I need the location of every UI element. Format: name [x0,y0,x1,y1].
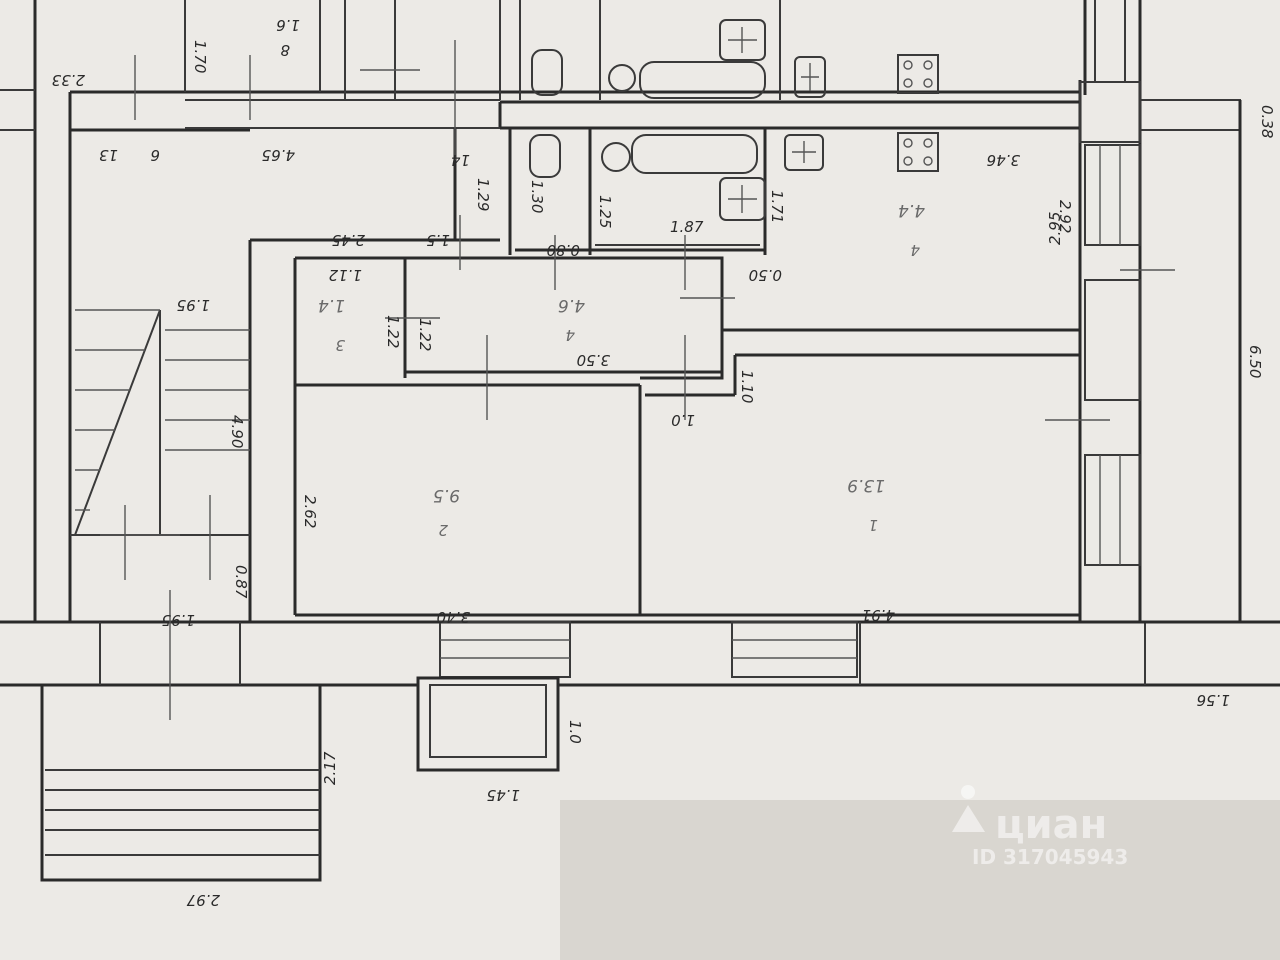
dim-346: 3.46 [987,151,1020,169]
dim-171: 1.71 [768,190,786,223]
dim-125: 1.25 [596,195,614,228]
dim-490: 4.90 [228,415,246,448]
dim-10b: 1.0 [566,720,584,744]
cian-watermark: циан ID 317045943 [952,785,1128,869]
dim-350: 3.50 [577,351,610,369]
dim-187: 1.87 [670,218,704,236]
dim-087: 0.87 [232,565,250,599]
dim-156: 1.56 [1197,691,1230,709]
dim-145: 1.45 [487,786,520,804]
porch [40,676,560,882]
room-3-number: 3 [335,336,345,354]
dim-8: 8 [280,41,290,59]
room-3-area: 1.4 [318,295,345,315]
outer-walls [0,0,1280,687]
dim-10a: 1.0 [671,411,695,429]
dim-top-left: 2.33 [52,71,85,89]
dim-080: 0.80 [547,241,580,259]
dim-217: 2.17 [321,751,339,785]
room-4-area: 4.6 [558,295,585,315]
dim-340: 3.40 [437,608,470,626]
room-4-number: 4 [565,326,575,344]
dim-130: 1.30 [528,180,546,213]
entrance-openings [439,621,858,678]
dim-050: 0.50 [749,266,782,284]
dim-1-6: 1.6 [276,16,300,34]
dim-112: 1.12 [329,266,362,284]
dim-14: 14 [451,151,470,169]
interior-walls [184,0,1080,617]
watermark-brand: циан [995,802,1107,848]
dim-122a: 1.22 [384,315,402,348]
room-4b-number: 4 [910,241,920,259]
dim-6: 6 [150,146,160,164]
dim-650: 6.50 [1246,345,1264,378]
right-windows [1084,144,1141,566]
room-labels: 13.9 1 9.5 2 1.4 3 4.6 4 4.4 4 [318,200,925,539]
dim-170: 1.70 [191,40,209,73]
tick-marks [100,40,1175,720]
dim-110: 1.10 [738,370,756,403]
dim-292: 2.92 [1056,200,1074,233]
cian-logo-icon [952,785,985,832]
dim-465: 4.65 [262,146,295,164]
room-1-number: 1 [868,516,878,534]
room-2-area: 9.5 [433,485,460,505]
room-2-number: 2 [438,521,448,539]
staircase [70,238,500,622]
room-4b-area: 4.4 [898,200,925,220]
dim-195b: 1.95 [162,611,195,629]
dim-195a: 1.95 [177,296,210,314]
paper-shadow [560,800,1280,960]
room-1-area: 13.9 [847,475,885,495]
dim-295: 2.95 [1046,212,1064,245]
dim-491: 4.91 [862,606,895,624]
dim-297: 2.97 [186,891,220,909]
dim-038: 0.38 [1258,105,1276,138]
dim-245: 2.45 [332,231,365,249]
dim-262: 2.62 [301,495,319,528]
dimension-labels: 2.33 13 6 4.65 14 3.46 0.38 2.45 1.5 1.2… [52,16,1276,909]
dim-129: 1.29 [474,178,492,211]
dim-122b: 1.22 [416,318,434,351]
dim-13: 13 [99,146,118,164]
fixtures [529,19,939,221]
watermark-id: ID 317045943 [972,845,1128,869]
dim-15: 1.5 [426,231,450,249]
